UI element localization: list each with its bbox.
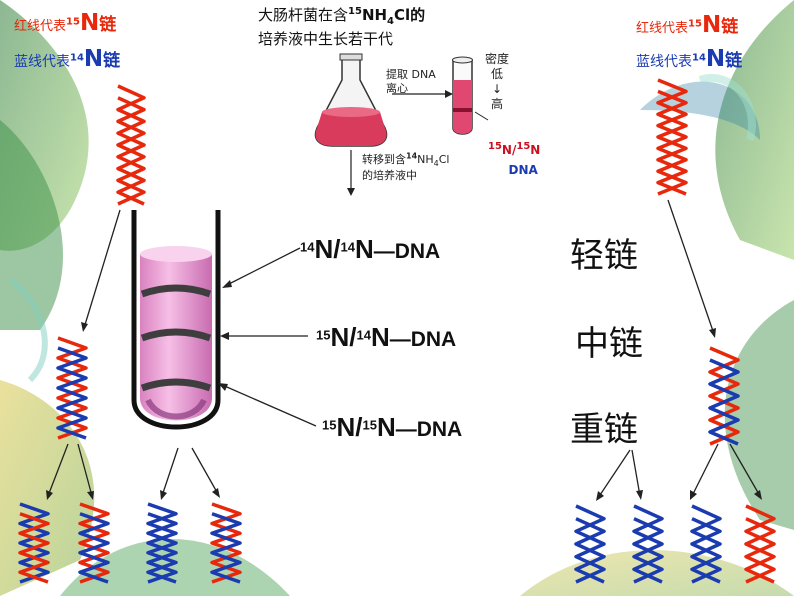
helix-gen2-3-strand-1: [146, 502, 178, 584]
helix-gen1-left: [56, 336, 88, 440]
helix-gen2-1: [18, 502, 50, 584]
flask-icon: [314, 53, 388, 147]
helix-gen2-5: [574, 504, 606, 584]
flask-tube-illustration: [314, 53, 489, 196]
helix-gen2-3: [146, 502, 178, 584]
helix-gen2-8-strand-1: [744, 504, 776, 584]
transfer-label: 转移到含14NH4Cl 的培养液中: [362, 151, 450, 183]
band-light: [140, 284, 212, 298]
helix-gen2-2-strand-1: [78, 502, 110, 584]
helix-gen2-2-strand-2: [78, 512, 110, 584]
chain-light: 轻链: [570, 236, 638, 276]
helix-parent-left: [116, 84, 146, 206]
legend-left-red: 红线代表15N链: [14, 10, 117, 36]
density-scale: 密度 低 ↓ 高: [485, 52, 510, 111]
helix-gen1-left-strand-1: [56, 336, 88, 440]
helix-parent-right: [656, 78, 688, 196]
band-medium: [140, 328, 212, 342]
helix-gen2-1-strand-1: [18, 502, 50, 584]
helix-parent-left-strand-1: [116, 84, 146, 206]
band-heavy: [140, 378, 212, 392]
top-panel: [250, 0, 550, 210]
helix-gen2-6-strand-1: [632, 504, 664, 584]
helix-parent-right-strand-1: [656, 78, 688, 196]
helix-gen2-7-strand-1: [690, 504, 722, 584]
chain-heavy: 重链: [570, 410, 638, 450]
helix-gen2-8-strand-2: [744, 517, 776, 584]
test-tube-icon: [452, 56, 473, 135]
helix-gen1-left-strand-2: [56, 346, 88, 440]
tube-caption: 15N/15N DNA: [488, 141, 541, 177]
helix-gen2-7: [690, 504, 722, 584]
band-label-heavy: 15N/15N—DNA: [322, 412, 463, 442]
helix-gen2-4-strand-2: [210, 512, 242, 584]
centrifuge-tube: [131, 210, 221, 430]
helix-gen1-right-strand-1: [708, 346, 740, 446]
helix-gen2-1-strand-2: [18, 512, 50, 584]
helix-gen2-4: [210, 502, 242, 584]
helix-parent-right-strand-2: [656, 89, 688, 196]
helix-gen1-right-strand-2: [708, 358, 740, 446]
helix-gen2-4-strand-1: [210, 502, 242, 584]
legend-left-blue: 蓝线代表14N链: [14, 46, 121, 72]
legend-right-red: 红线代表15N链: [636, 12, 739, 38]
title-line-1: 大肠杆菌在含15NH4Cl的: [258, 6, 426, 27]
tube-pointer: [474, 111, 489, 121]
helix-gen2-5-strand-2: [574, 517, 606, 584]
helix-gen2-3-strand-2: [146, 512, 178, 584]
helix-gen2-5-strand-1: [574, 504, 606, 584]
title-line-2: 培养液中生长若干代: [258, 30, 394, 48]
helix-gen2-6-strand-2: [632, 517, 664, 584]
band-label-light: 14N/14N—DNA: [300, 234, 441, 264]
helix-gen2-2: [78, 502, 110, 584]
helix-gen2-8: [744, 504, 776, 584]
helix-gen1-right: [708, 346, 740, 446]
helix-gen2-6: [632, 504, 664, 584]
helix-gen2-7-strand-2: [690, 517, 722, 584]
band-label-medium: 15N/14N—DNA: [316, 322, 457, 352]
chain-medium: 中链: [575, 324, 643, 364]
flask-step-label: 提取 DNA 离心: [386, 68, 436, 95]
legend-right-blue: 蓝线代表14N链: [636, 46, 743, 72]
helix-parent-left-strand-2: [116, 96, 146, 206]
